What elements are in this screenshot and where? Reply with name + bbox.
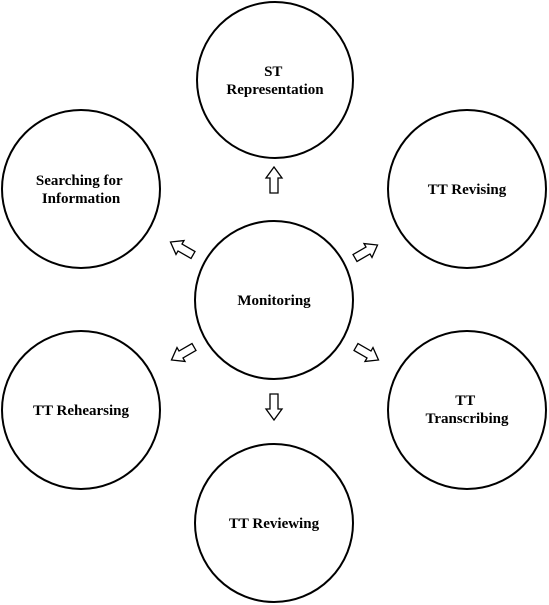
arrow-to-tt-reviewing	[264, 393, 284, 422]
arrow-to-tt-rehearsing	[170, 342, 197, 363]
node-tt-revising-line-1: TT Revising	[428, 182, 507, 198]
node-st-representation-circle	[196, 1, 354, 159]
node-searching-for-information-circle	[1, 109, 161, 269]
node-tt-transcribing: TT Transcribing	[387, 330, 547, 490]
node-monitoring-line-1: Monitoring	[237, 293, 311, 309]
node-tt-reviewing-line-1: TT Reviewing	[229, 516, 320, 532]
node-tt-revising: TT Revising	[387, 109, 547, 269]
arrow-to-searching-for-information	[169, 239, 196, 260]
node-monitoring-label: Monitoring	[237, 293, 311, 309]
node-tt-reviewing: TT Reviewing	[194, 443, 354, 603]
node-st-representation-label: ST Representation	[226, 64, 324, 98]
node-searching-for-information-label: Searching for Information	[36, 173, 126, 207]
node-searching-for-information-line-2: Information	[42, 191, 121, 207]
arrow-to-tt-transcribing	[353, 342, 380, 363]
node-tt-transcribing-label: TT Transcribing	[425, 393, 509, 427]
node-searching-for-information: Searching for Information	[1, 109, 161, 269]
node-tt-revising-label: TT Revising	[428, 182, 507, 198]
node-monitoring-circle	[194, 220, 354, 380]
node-searching-for-information-line-1: Searching for	[36, 173, 123, 189]
node-tt-transcribing-line-1: TT	[455, 393, 475, 409]
node-tt-transcribing-circle	[387, 330, 547, 490]
node-tt-reviewing-circle	[194, 443, 354, 603]
node-tt-reviewing-label: TT Reviewing	[229, 516, 320, 532]
node-tt-rehearsing: TT Rehearsing	[1, 330, 161, 490]
node-st-representation-line-1: ST	[264, 64, 282, 80]
node-tt-transcribing-line-2: Transcribing	[425, 411, 509, 427]
node-st-representation: ST Representation	[196, 1, 354, 159]
node-st-representation-line-2: Representation	[226, 82, 324, 98]
arrow-to-tt-revising	[352, 242, 379, 263]
node-monitoring: Monitoring	[194, 220, 354, 380]
node-tt-revising-circle	[387, 109, 547, 269]
arrow-to-st-representation	[264, 165, 284, 194]
node-tt-rehearsing-label: TT Rehearsing	[33, 403, 129, 419]
node-tt-rehearsing-line-1: TT Rehearsing	[33, 403, 129, 419]
node-tt-rehearsing-circle	[1, 330, 161, 490]
